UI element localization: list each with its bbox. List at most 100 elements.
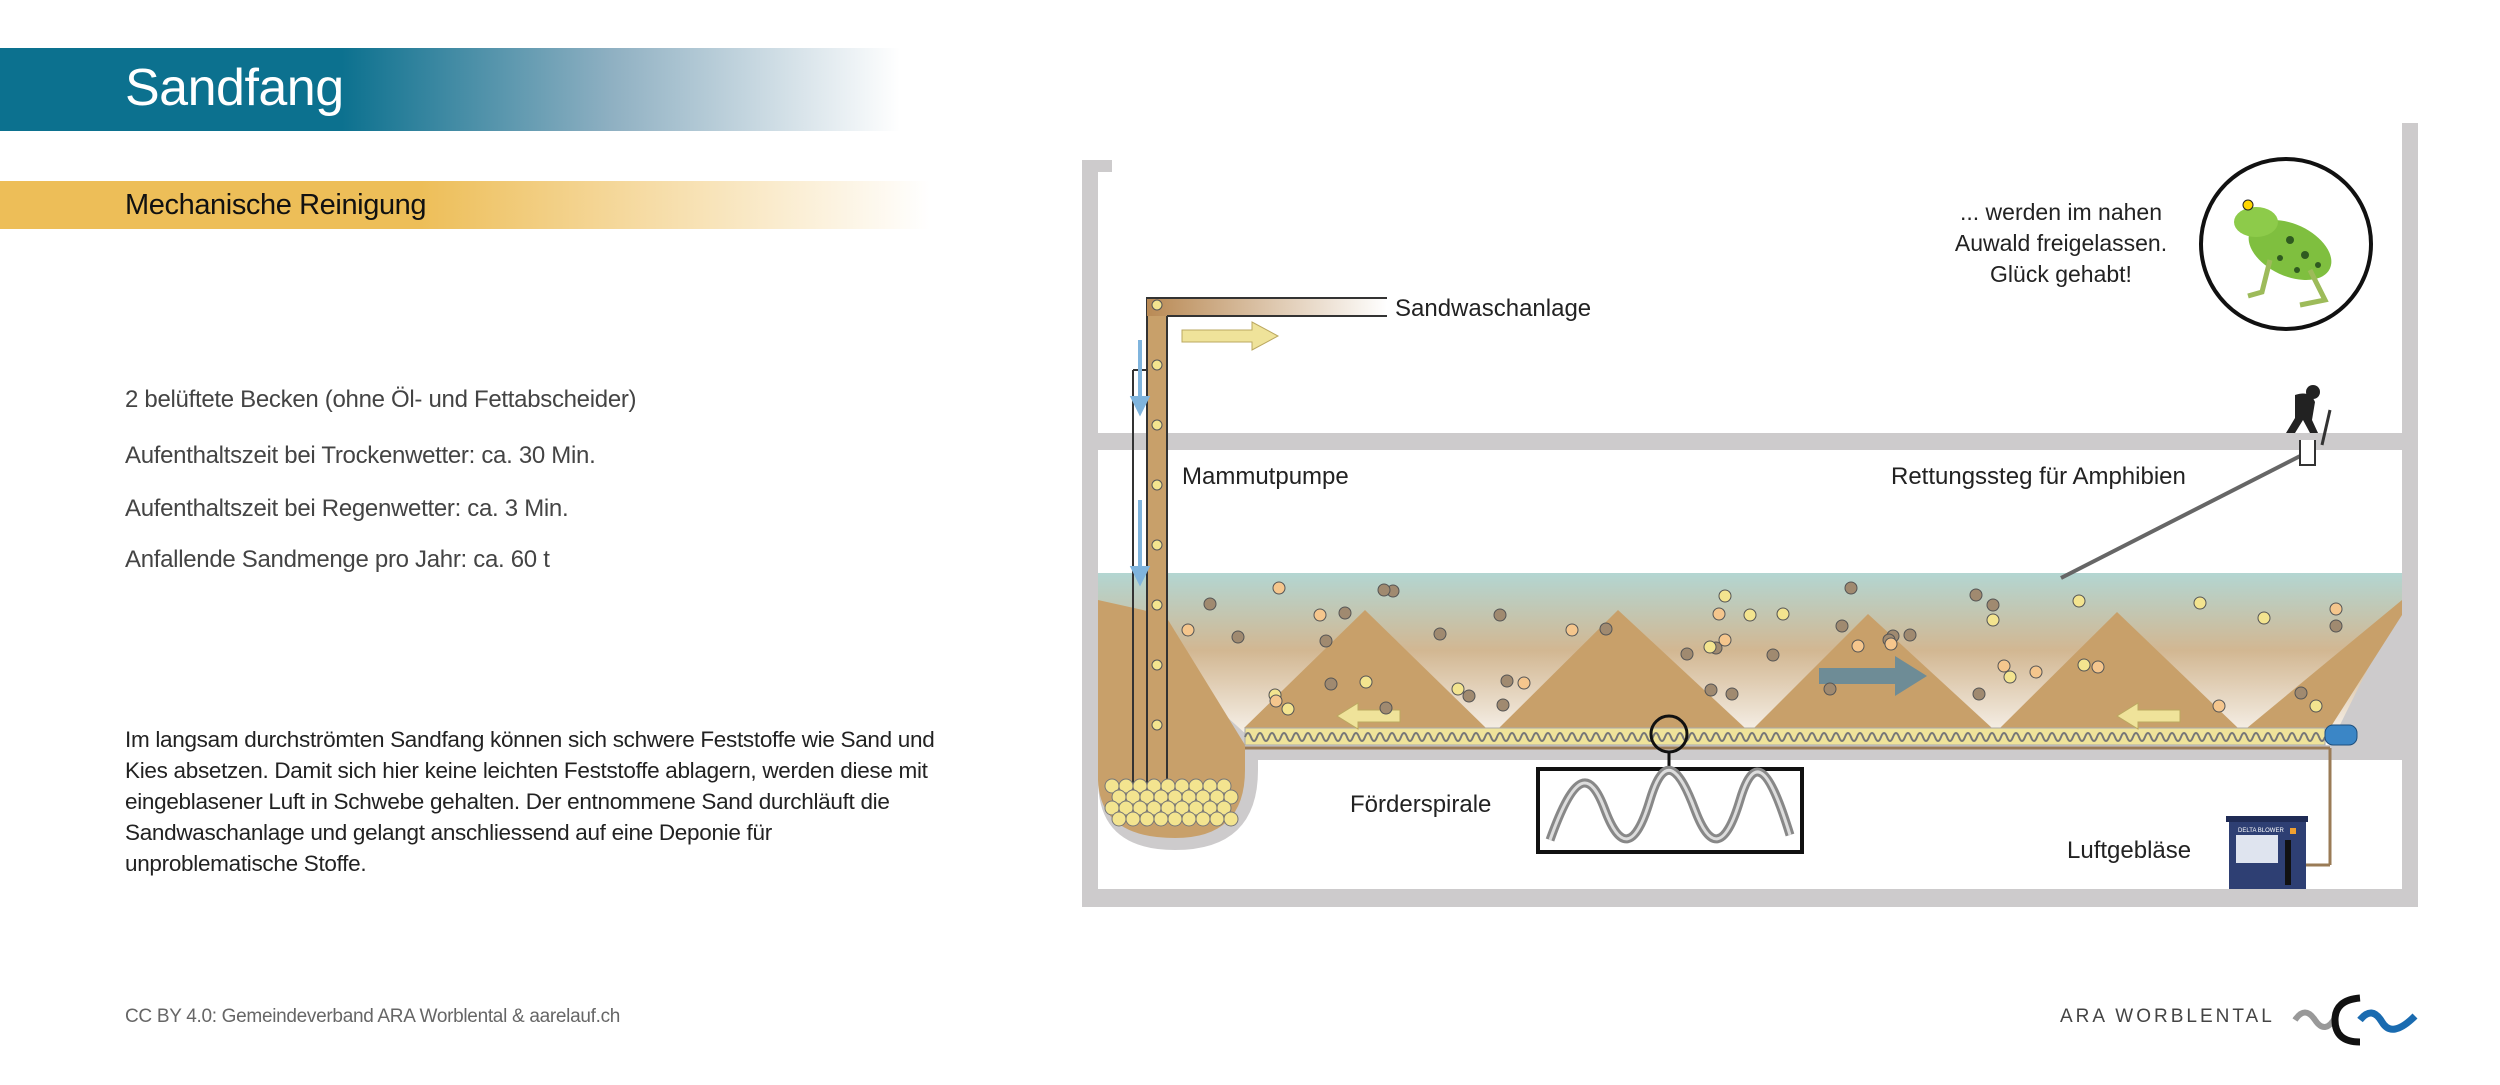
sand-particle bbox=[1743, 608, 1757, 622]
screw-conveyor bbox=[1244, 727, 2332, 867]
sand-particle bbox=[1377, 583, 1391, 597]
pipe-sand-grain bbox=[1151, 539, 1163, 551]
settled-sand-grain bbox=[1181, 811, 1197, 827]
sand-particle bbox=[1231, 630, 1245, 644]
water-flow-arrow-icon bbox=[1819, 656, 1927, 696]
sand-particle bbox=[1766, 648, 1780, 662]
label-rettungssteg: Rettungssteg für Amphibien bbox=[1891, 463, 2186, 490]
title-banner bbox=[0, 48, 900, 131]
settled-sand-grain bbox=[1223, 789, 1239, 805]
sand-particle bbox=[2091, 660, 2105, 674]
air-motor-icon bbox=[2324, 724, 2358, 746]
pipe-sand-grain bbox=[1151, 659, 1163, 671]
screw-direction-arrow-icon bbox=[2116, 702, 2181, 730]
sand-particle bbox=[1324, 677, 1338, 691]
sand-particle bbox=[1203, 597, 1217, 611]
sand-particle bbox=[2257, 611, 2271, 625]
sand-particle bbox=[2072, 594, 2086, 608]
frog-caption-line3: Glück gehabt! bbox=[1990, 261, 2132, 287]
sand-particle bbox=[2329, 602, 2343, 616]
sand-out-arrow-icon bbox=[1181, 321, 1280, 351]
pipe-sand-grain bbox=[1151, 359, 1163, 371]
sand-particle bbox=[1313, 608, 1327, 622]
air-blower: DELTA BLOWER bbox=[2226, 816, 2308, 889]
sand-particle bbox=[1319, 634, 1333, 648]
sand-particles bbox=[1104, 299, 2343, 827]
sand-particle bbox=[2077, 658, 2091, 672]
sand-pit bbox=[1098, 600, 1245, 838]
sand-particle bbox=[1704, 683, 1718, 697]
sand-particle bbox=[2329, 619, 2343, 633]
sand-particle bbox=[1338, 606, 1352, 620]
sand-particle bbox=[1565, 623, 1579, 637]
sand-particle bbox=[1181, 623, 1195, 637]
ramp-bucket bbox=[2299, 440, 2316, 466]
pipe-sand-grain bbox=[1151, 599, 1163, 611]
blower-brand-label: DELTA BLOWER bbox=[2238, 828, 2284, 834]
sand-particle bbox=[1823, 682, 1837, 696]
settled-sand-grain bbox=[1223, 811, 1239, 827]
sand-particle bbox=[1725, 687, 1739, 701]
license-text: CC BY 4.0: Gemeindeverband ARA Worblenta… bbox=[125, 1006, 621, 1027]
sand-particle bbox=[2193, 596, 2207, 610]
frog-illustration bbox=[2199, 157, 2373, 331]
sand-particle bbox=[1844, 581, 1858, 595]
sand-particle bbox=[1281, 702, 1295, 716]
sand-particle bbox=[1462, 689, 1476, 703]
pipe-sand-grain bbox=[1151, 419, 1163, 431]
fact-dry-weather: Aufenthaltszeit bei Trockenwetter: ca. 3… bbox=[125, 442, 596, 469]
description-text: Im langsam durchströmten Sandfang können… bbox=[125, 727, 935, 876]
sand-particle bbox=[1969, 588, 1983, 602]
settled-sand-grain bbox=[1139, 811, 1155, 827]
sand-particle bbox=[1359, 675, 1373, 689]
settled-sand-grain bbox=[1167, 811, 1183, 827]
page-subtitle: Mechanische Reinigung bbox=[125, 189, 427, 221]
sand-particle bbox=[1718, 589, 1732, 603]
sand-particle bbox=[2294, 686, 2308, 700]
sand-particle bbox=[1599, 622, 1613, 636]
frog-caption-line1: ... werden im nahen bbox=[1960, 199, 2162, 225]
sand-particle bbox=[1703, 640, 1717, 654]
sand-particle bbox=[1493, 608, 1507, 622]
sand-particle bbox=[1986, 598, 2000, 612]
sand-particle bbox=[1680, 647, 1694, 661]
ramp-handle bbox=[2320, 409, 2332, 446]
settled-sand-grain bbox=[1209, 811, 1225, 827]
sand-particle bbox=[1997, 659, 2011, 673]
sand-particle bbox=[1496, 698, 1510, 712]
fact-rain-weather: Aufenthaltszeit bei Regenwetter: ca. 3 M… bbox=[125, 495, 569, 522]
fact-basins: 2 belüftete Becken (ohne Öl- und Fettabs… bbox=[125, 386, 637, 413]
organization-name: ARA WORBLENTAL bbox=[2060, 1006, 2275, 1027]
subtitle-banner bbox=[0, 181, 930, 229]
sand-particle bbox=[1712, 607, 1726, 621]
frog-caption-line2: Auwald freigelassen. bbox=[1955, 230, 2167, 256]
fact-sand-amount: Anfallende Sandmenge pro Jahr: ca. 60 t bbox=[125, 546, 550, 573]
sand-particle bbox=[2029, 665, 2043, 679]
sand-particle bbox=[1269, 694, 1283, 708]
sand-particle bbox=[1835, 619, 1849, 633]
label-mammutpumpe: Mammutpumpe bbox=[1182, 463, 1349, 490]
page-title: Sandfang bbox=[125, 59, 344, 117]
label-sandwaschanlage: Sandwaschanlage bbox=[1395, 295, 1591, 322]
label-luftgeblaese: Luftgebläse bbox=[2067, 837, 2191, 864]
sand-particle bbox=[1986, 613, 2000, 627]
settled-sand-grain bbox=[1216, 778, 1232, 794]
sand-particle bbox=[2212, 699, 2226, 713]
sand-particle bbox=[1451, 682, 1465, 696]
label-foerderspirale: Förderspirale bbox=[1350, 791, 1491, 818]
air-flow-arrows bbox=[1129, 340, 1151, 587]
sand-particle bbox=[1379, 701, 1393, 715]
amphibian-ramp bbox=[2060, 448, 2313, 580]
worker-silhouette-icon bbox=[2286, 385, 2320, 433]
sand-particle bbox=[2309, 699, 2323, 713]
settled-sand-grain bbox=[1195, 811, 1211, 827]
sand-particle bbox=[1433, 627, 1447, 641]
sand-particle bbox=[1776, 607, 1790, 621]
sand-particle bbox=[1718, 633, 1732, 647]
sand-particle bbox=[1884, 637, 1898, 651]
sand-particle bbox=[1517, 676, 1531, 690]
pipe-sand-grain bbox=[1151, 299, 1163, 311]
settled-sand-grain bbox=[1125, 811, 1141, 827]
sand-particle bbox=[1851, 639, 1865, 653]
